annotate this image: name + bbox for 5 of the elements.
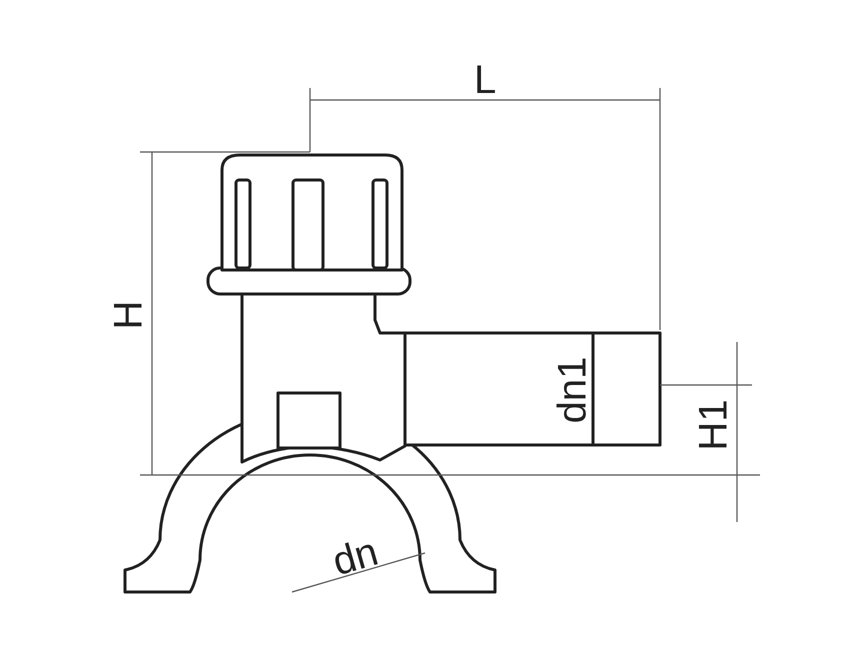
dimension-label: L [474, 60, 496, 100]
dimension-label: H1 [693, 399, 734, 451]
dimension-label: H [108, 300, 148, 330]
dimension-label: dn1 [552, 356, 592, 424]
dimension-label: dn [328, 532, 382, 582]
